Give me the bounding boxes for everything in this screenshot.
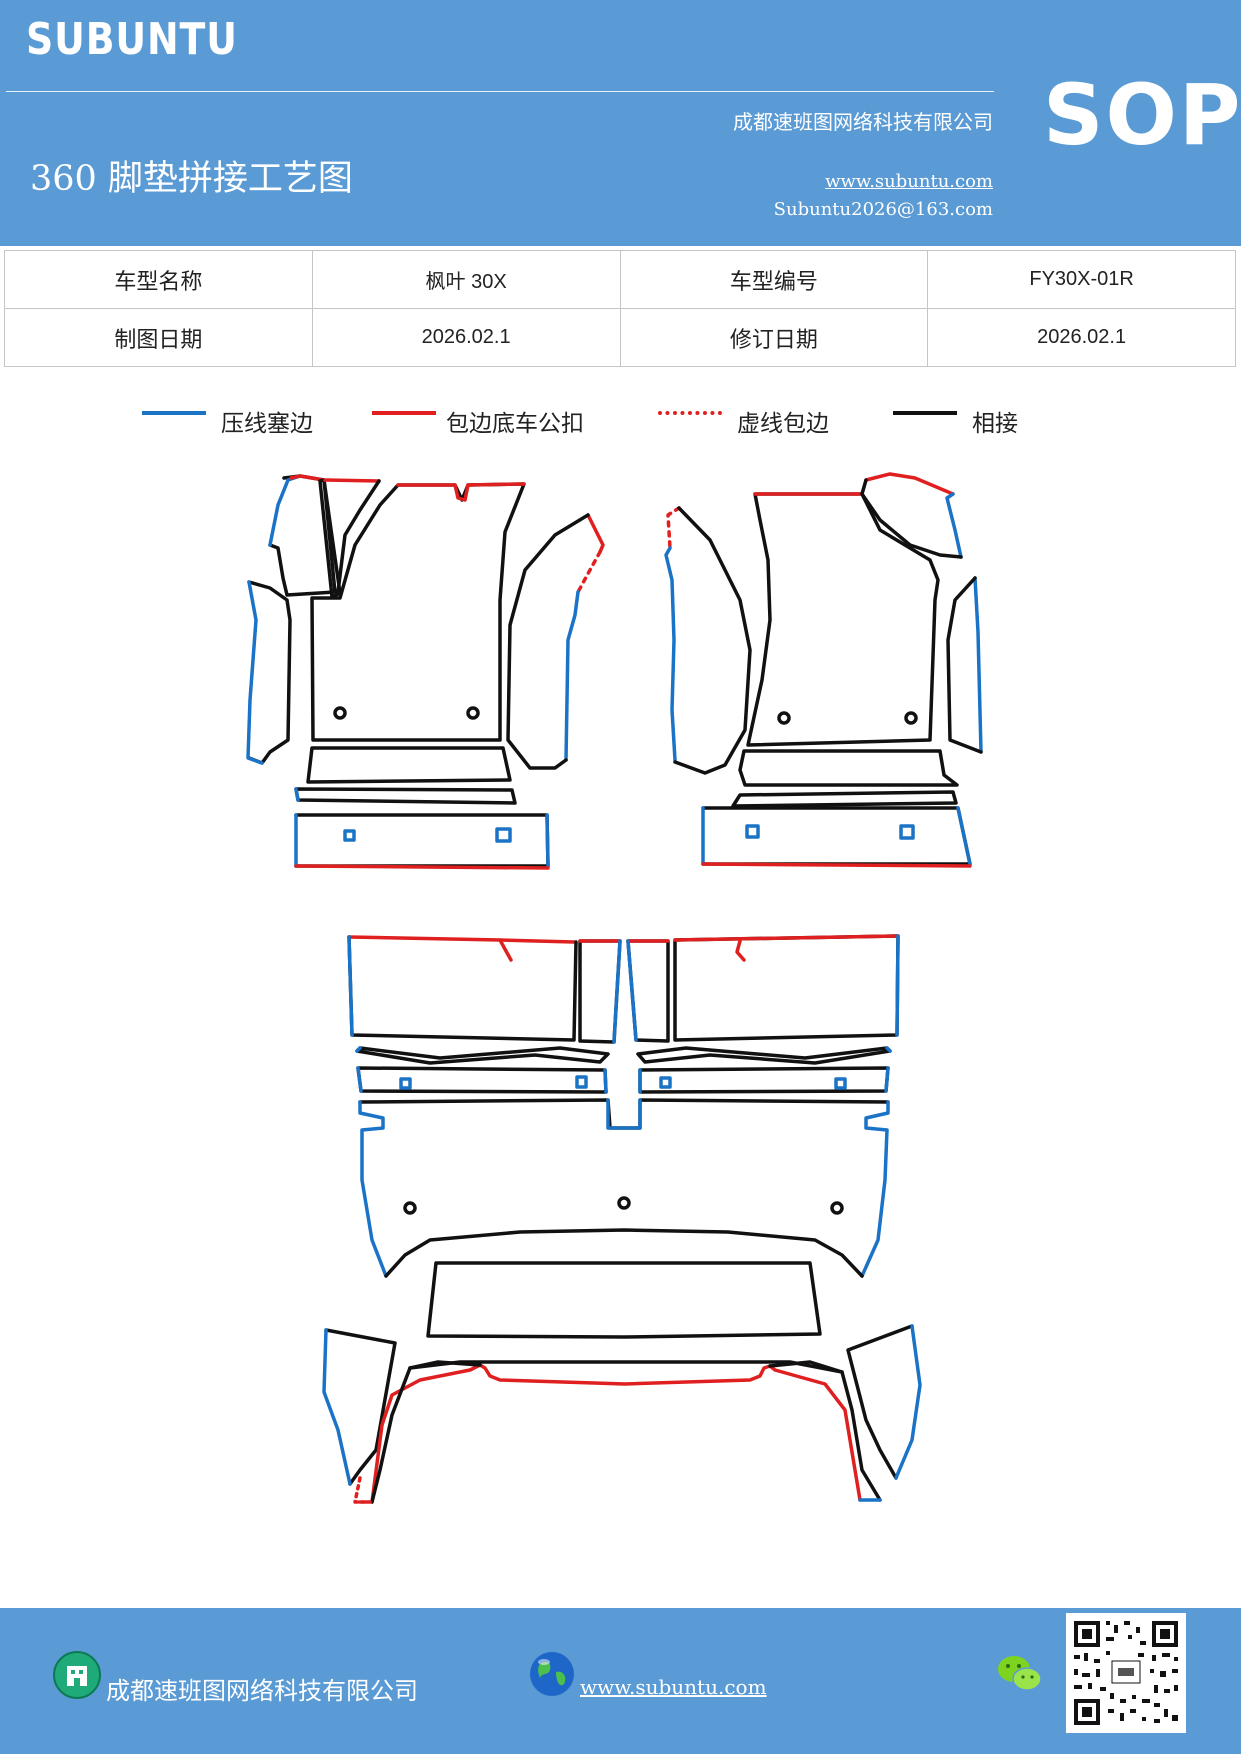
- table-cell: 2026.02.1: [311, 308, 621, 367]
- legend-label: 压线塞边: [221, 411, 313, 437]
- mat-piece-rear: [322, 934, 922, 1504]
- table-cell: 修订日期: [619, 308, 929, 367]
- header-banner: SUBUNTU 成都速班图网络科技有限公司 360 脚垫拼接工艺图 www.su…: [0, 0, 1241, 246]
- floor-mat-diagram: [246, 472, 983, 1504]
- page-title: 360 脚垫拼接工艺图: [30, 159, 353, 199]
- mat-piece-front-right: [664, 472, 983, 868]
- building-icon: [53, 1651, 101, 1703]
- table-cell: FY30X-01R: [927, 250, 1236, 309]
- table-row: 制图日期 2026.02.1 修订日期 2026.02.1: [4, 308, 1236, 367]
- table-cell: 制图日期: [4, 308, 313, 367]
- wechat-icon[interactable]: [996, 1653, 1044, 1699]
- table-row: 车型名称 枫叶 30X 车型编号 FY30X-01R: [4, 250, 1236, 309]
- sop-label: SOP: [1043, 66, 1241, 164]
- footer-company: 成都速班图网络科技有限公司: [106, 1677, 418, 1705]
- table-cell: 车型编号: [619, 250, 929, 309]
- email-address: Subuntu2026@163.com: [773, 199, 993, 220]
- legend-swatch: [372, 411, 436, 415]
- table-cell: 2026.02.1: [927, 308, 1236, 367]
- legend-label: 包边底车公扣: [446, 411, 584, 437]
- legend-swatch: [142, 411, 206, 415]
- qr-code: [1066, 1613, 1186, 1737]
- header-divider: [6, 91, 994, 92]
- footer-bar: 成都速班图网络科技有限公司 www.subuntu.com: [0, 1608, 1241, 1754]
- footer-website-link[interactable]: www.subuntu.com: [580, 1675, 767, 1699]
- info-table: 车型名称 枫叶 30X 车型编号 FY30X-01R 制图日期 2026.02.…: [4, 250, 1236, 367]
- company-name: 成都速班图网络科技有限公司: [733, 110, 993, 134]
- table-cell: 枫叶 30X: [311, 250, 621, 309]
- brand-logo: SUBUNTU: [26, 14, 238, 65]
- mat-piece-front-left: [246, 474, 605, 870]
- globe-icon: [528, 1650, 576, 1702]
- legend-label: 相接: [972, 411, 1018, 437]
- legend-swatch: [893, 411, 957, 415]
- website-link[interactable]: www.subuntu.com: [825, 171, 993, 192]
- legend-label: 虚线包边: [737, 411, 829, 437]
- legend-swatch: [658, 411, 722, 415]
- table-cell: 车型名称: [4, 250, 313, 309]
